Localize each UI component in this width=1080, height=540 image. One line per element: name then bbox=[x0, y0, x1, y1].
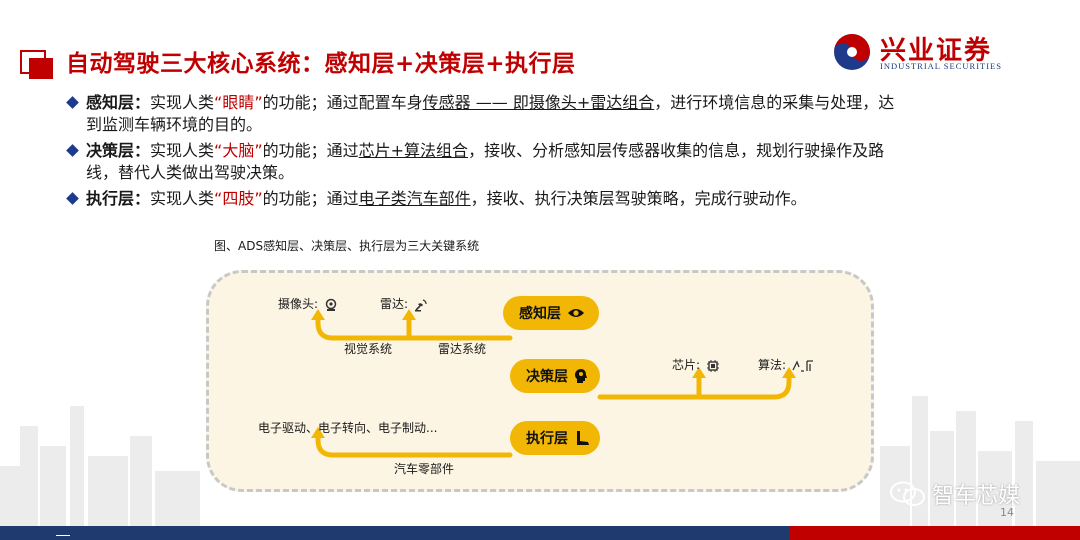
logo-swirl-icon bbox=[834, 34, 870, 70]
bullet-emphasis: “四肢” bbox=[214, 189, 263, 208]
page-title: 自动驾驶三大核心系统：感知层+决策层+执行层 bbox=[66, 51, 576, 77]
arrowhead-radar bbox=[402, 309, 416, 320]
bullet-text: 实现人类 bbox=[150, 141, 215, 160]
bullet-text: 实现人类 bbox=[150, 189, 215, 208]
pill-label: 执行层 bbox=[526, 431, 568, 447]
bullet-list: 感知层：实现人类“眼睛”的功能；通过配置车身传感器 —— 即摄像头+雷达组合，进… bbox=[64, 92, 1024, 214]
brain-head-icon bbox=[575, 369, 587, 383]
figure-caption: 图、ADS感知层、决策层、执行层为三大关键系统 bbox=[214, 239, 480, 253]
bullet-key: 执行层： bbox=[86, 189, 151, 208]
footer-bar-navy bbox=[0, 526, 790, 540]
label-electronic-parts: 电子驱动、电子转向、电子制动... bbox=[258, 421, 438, 435]
footer-dash bbox=[56, 535, 70, 536]
bullet-emphasis: “眼睛” bbox=[214, 93, 263, 112]
bullet-text: 的功能；通过 bbox=[262, 141, 359, 160]
watermark: 智车芯媒 bbox=[890, 478, 1020, 510]
bullet-text: 到监测车辆环境的目的。 bbox=[86, 115, 263, 134]
watermark-text: 智车芯媒 bbox=[932, 484, 1021, 509]
bullet-execution: 执行层：实现人类“四肢”的功能；通过电子类汽车部件，接收、执行决策层驾驶策略，完… bbox=[64, 188, 1024, 210]
skyline-background bbox=[0, 396, 1080, 526]
connector-perception bbox=[315, 315, 513, 341]
eye-icon bbox=[568, 309, 584, 317]
bullet-underline: 传感器 —— 即摄像头+雷达组合 bbox=[422, 93, 655, 112]
bullet-underline: 芯片+算法组合 bbox=[358, 141, 469, 160]
label-radar: 雷达: bbox=[380, 295, 428, 312]
title-square-icon bbox=[20, 50, 53, 79]
arrowhead-algo bbox=[782, 367, 796, 378]
label-text: 雷达: bbox=[380, 297, 409, 311]
pill-decision: 决策层 bbox=[510, 359, 600, 393]
bullet-decision: 决策层：实现人类“大脑”的功能；通过芯片+算法组合，接收、分析感知层传感器收集的… bbox=[64, 140, 1024, 184]
connector-execution bbox=[315, 433, 513, 458]
label-text: 摄像头: bbox=[278, 297, 319, 311]
label-chip: 芯片: bbox=[672, 356, 720, 373]
label-algorithm: 算法: bbox=[758, 356, 816, 373]
logo-text-en: INDUSTRIAL SECURITIES bbox=[880, 61, 1002, 71]
bullet-text: ，接收、分析感知层传感器收集的信息，规划行驶操作及路 bbox=[468, 141, 885, 160]
bullet-underline: 电子类汽车部件 bbox=[358, 189, 471, 208]
arrowhead-parts bbox=[311, 427, 325, 438]
bullet-key: 决策层： bbox=[86, 141, 151, 160]
label-text: 算法: bbox=[758, 358, 787, 372]
label-text: 芯片: bbox=[672, 358, 701, 372]
bullet-text: ，接收、执行决策层驾驶策略，完成行驶动作。 bbox=[470, 189, 807, 208]
boot-icon bbox=[577, 431, 589, 445]
bullet-perception: 感知层：实现人类“眼睛”的功能；通过配置车身传感器 —— 即摄像头+雷达组合，进… bbox=[64, 92, 1024, 136]
label-radar-system: 雷达系统 bbox=[438, 342, 487, 356]
chip-icon bbox=[706, 359, 719, 372]
footer-bar-red bbox=[790, 526, 1080, 540]
logo-text-cn: 兴业证券 bbox=[880, 36, 993, 66]
algorithm-icon bbox=[792, 359, 813, 372]
camera-icon bbox=[325, 298, 337, 311]
pill-perception: 感知层 bbox=[503, 296, 599, 330]
pill-label: 感知层 bbox=[519, 306, 561, 322]
bullet-text: 的功能；通过配置车身 bbox=[262, 93, 423, 112]
pill-execution: 执行层 bbox=[510, 421, 600, 455]
connector-decision bbox=[597, 373, 792, 400]
pill-label: 决策层 bbox=[526, 369, 568, 385]
arrowhead-camera bbox=[311, 309, 325, 320]
bullet-key: 感知层： bbox=[86, 93, 151, 112]
label-vision-system: 视觉系统 bbox=[344, 342, 393, 356]
company-logo: 兴业证券 INDUSTRIAL SECURITIES bbox=[832, 30, 1022, 76]
page-number: 14 bbox=[1000, 506, 1014, 519]
bullet-text: 线，替代人类做出驾驶决策。 bbox=[86, 163, 295, 182]
bullet-text: 实现人类 bbox=[150, 93, 215, 112]
bullet-text: ，进行环境信息的采集与处理，达 bbox=[654, 93, 895, 112]
arrowhead-chip bbox=[692, 367, 706, 378]
wechat-icon bbox=[890, 481, 925, 506]
bullet-emphasis: “大脑” bbox=[214, 141, 263, 160]
label-auto-parts: 汽车零部件 bbox=[394, 462, 455, 476]
label-camera: 摄像头: bbox=[278, 295, 338, 312]
bullet-text: 的功能；通过 bbox=[262, 189, 359, 208]
radar-icon bbox=[414, 298, 427, 311]
